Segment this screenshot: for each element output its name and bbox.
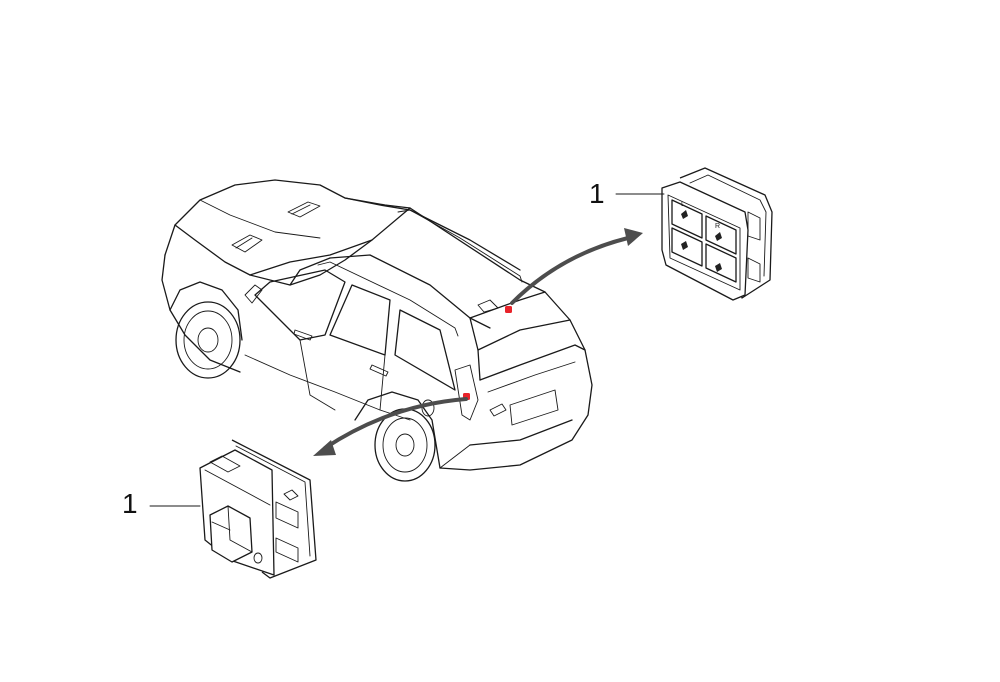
seat-heat-icon-right	[715, 232, 722, 241]
seat-heat-icon-left	[681, 210, 688, 219]
seat-vent-icon-left	[681, 241, 688, 250]
arrow-to-bottom-part	[323, 397, 468, 450]
svg-text:R: R	[715, 223, 720, 230]
arrow-head-bottom	[313, 440, 336, 456]
location-marker-roof	[505, 306, 512, 313]
switch-module-part: L R	[615, 167, 773, 301]
callout-number-bottom: 1	[122, 488, 138, 519]
arrow-to-top-part	[510, 236, 630, 305]
control-unit-part	[149, 439, 317, 579]
vehicle-illustration	[161, 179, 593, 482]
seat-vent-icon-right	[715, 263, 722, 272]
pointer-arrows	[313, 228, 643, 456]
arrow-head-top	[624, 228, 643, 246]
callout-number-top: 1	[589, 178, 605, 209]
svg-text:L: L	[681, 201, 685, 208]
